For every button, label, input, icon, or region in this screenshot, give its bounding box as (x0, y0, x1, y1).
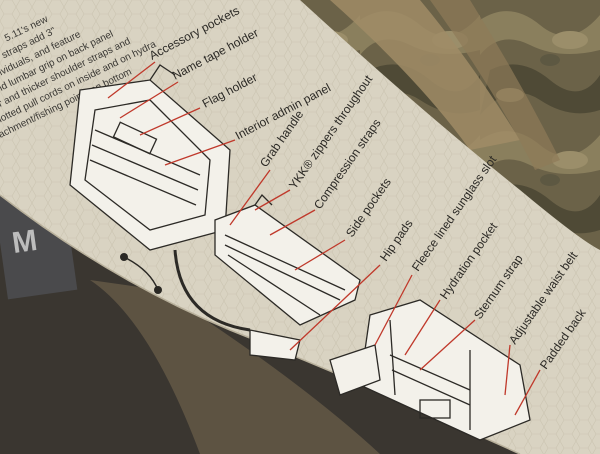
tan-strap (330, 0, 520, 150)
brand-fragment: M (10, 224, 39, 260)
webbing-strip (430, 0, 560, 170)
backpack-side-drawing (173, 193, 361, 361)
tag-cord (123, 256, 159, 291)
backpack-back-drawing (329, 299, 531, 441)
bag-body-lower (90, 280, 380, 454)
leader-lines (107, 61, 541, 416)
